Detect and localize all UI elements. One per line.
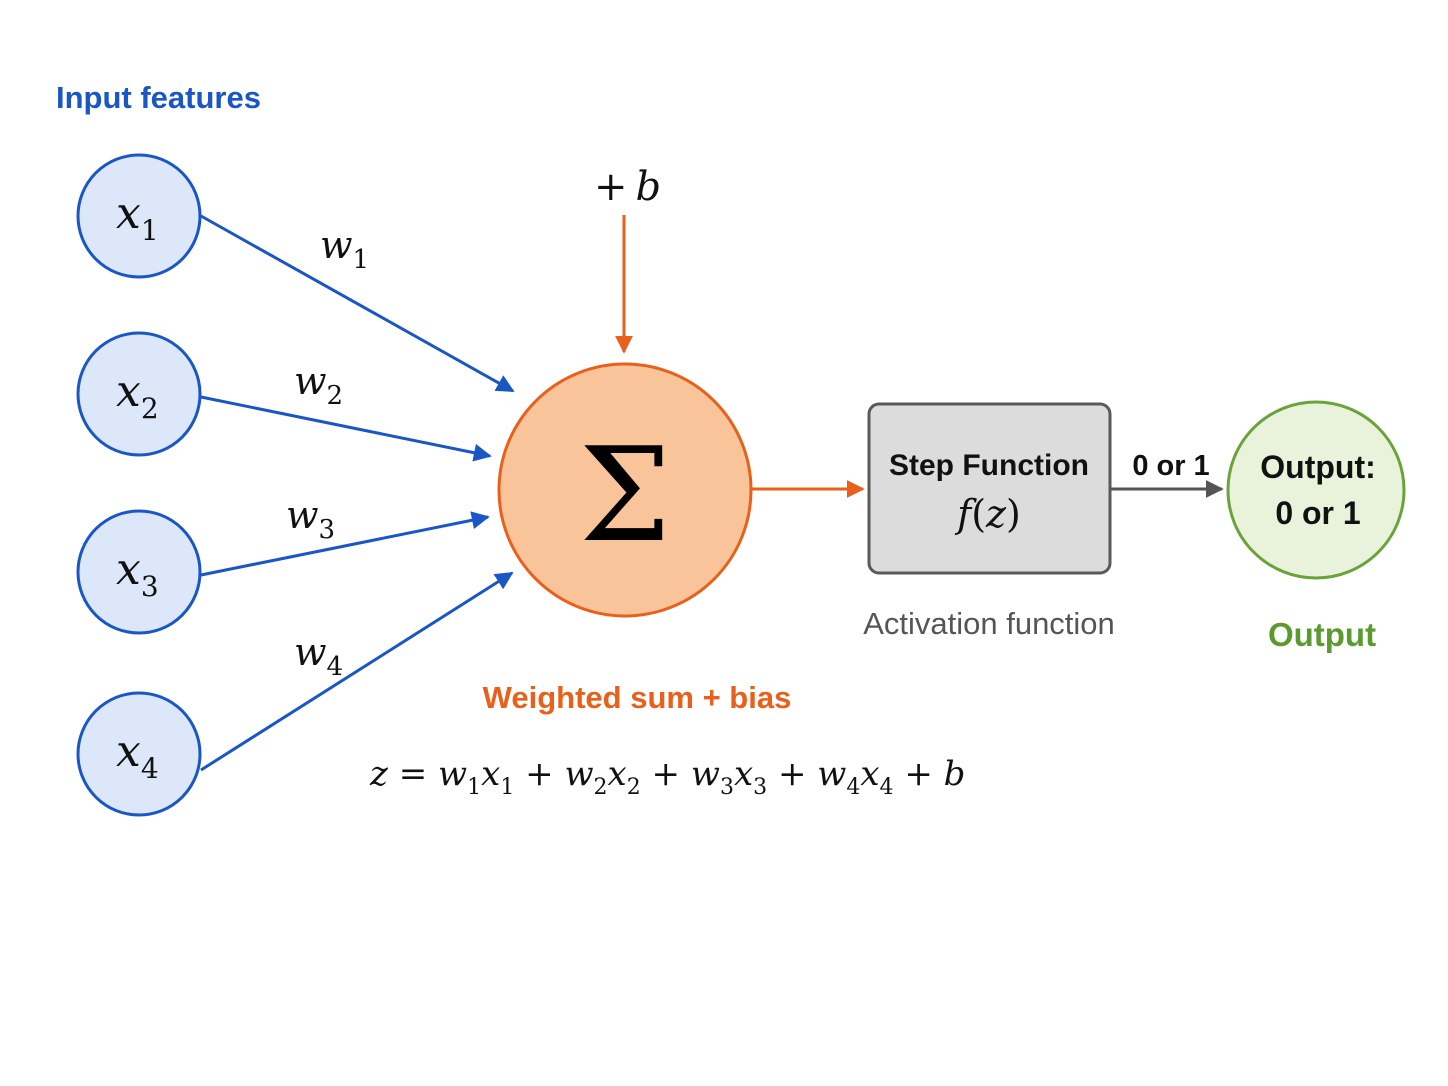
weight-var: w: [320, 223, 353, 267]
formula-variable: w: [438, 754, 467, 794]
svg-text:x4: x4: [116, 726, 159, 785]
input-var: x: [116, 366, 141, 417]
input-subscript: 4: [141, 752, 159, 785]
formula-variable: w: [691, 754, 720, 794]
formula-variable: w: [817, 754, 846, 794]
formula-operator: +: [767, 754, 817, 794]
weight-subscript: 4: [327, 652, 344, 682]
formula-subscript: 3: [753, 775, 767, 800]
formula-operator: =: [388, 754, 438, 794]
activation-box: Step Function f(z): [867, 402, 1112, 575]
activation-arrow-label: 0 or 1: [1132, 450, 1209, 482]
formula-operator: +: [894, 754, 944, 794]
svg-text:x1: x1: [116, 188, 159, 247]
output-caption: Output: [1268, 616, 1376, 653]
input-features-title: Input features: [56, 80, 261, 115]
formula-variable: x: [481, 754, 500, 794]
formula-subscript: 4: [880, 775, 894, 800]
formula-variable: b: [944, 754, 966, 794]
formula-subscript: 2: [627, 775, 641, 800]
svg-text:x2: x2: [116, 366, 159, 425]
bias-var: b: [636, 164, 662, 210]
bias-label: +b: [594, 164, 661, 210]
weight-label-w1: w1: [320, 223, 369, 275]
formula-variable: w: [564, 754, 593, 794]
formula-variable: z: [369, 754, 389, 794]
weight-subscript: 2: [327, 381, 344, 411]
formula-subscript: 1: [500, 775, 514, 800]
input-var: x: [116, 726, 141, 777]
input-node-x4: x4: [76, 691, 202, 817]
input-subscript: 2: [141, 392, 159, 425]
weight-label-w2: w2: [294, 359, 343, 411]
connection-x4: [200, 571, 514, 772]
weight-label-w4: w4: [294, 630, 343, 682]
step-function-title: Step Function: [889, 449, 1089, 482]
input-var: x: [116, 188, 141, 239]
formula-subscript: 4: [846, 775, 860, 800]
output-line2: 0 or 1: [1275, 495, 1360, 531]
formula-variable: x: [608, 754, 627, 794]
connection-x1: [200, 214, 515, 393]
activation-open-paren: (: [971, 492, 986, 536]
weight-var: w: [294, 359, 327, 403]
connection-x3: [200, 511, 490, 577]
weight-subscript: 1: [353, 245, 370, 275]
input-subscript: 3: [141, 570, 159, 603]
input-subscript: 1: [141, 214, 159, 247]
input-node-x3: x3: [76, 509, 202, 635]
weight-var: w: [294, 630, 327, 674]
output-line1: Output:: [1260, 449, 1376, 485]
formula-subscript: 3: [720, 775, 734, 800]
formula-variable: x: [860, 754, 879, 794]
formula-operator: +: [514, 754, 564, 794]
weight-subscript: 3: [319, 515, 336, 545]
activation-formula: f(z): [954, 492, 1021, 536]
activation-arg: z: [985, 492, 1007, 536]
input-connections: [200, 214, 515, 772]
output-node: Output: 0 or 1: [1226, 400, 1406, 580]
formula-subscript: 2: [594, 775, 608, 800]
sigma-symbol: Σ: [579, 419, 671, 571]
summation-caption: Weighted sum + bias: [483, 680, 792, 715]
weighted-sum-formula: z = w1x1 + w2x2 + w3x3 + w4x4 + b: [369, 754, 965, 800]
connection-x2: [200, 395, 492, 462]
weight-label-w3: w3: [286, 493, 335, 545]
summation-node: Σ: [497, 362, 753, 618]
formula-operator: +: [641, 754, 691, 794]
activation-close-paren: ): [1006, 492, 1021, 536]
bias-plus: +: [594, 164, 628, 210]
svg-text:x3: x3: [116, 544, 159, 603]
input-node-x1: x1: [76, 153, 202, 279]
formula-variable: x: [734, 754, 753, 794]
activation-caption: Activation function: [863, 606, 1115, 641]
formula-subscript: 1: [467, 775, 481, 800]
input-var: x: [116, 544, 141, 595]
weight-var: w: [286, 493, 319, 537]
input-node-x2: x2: [76, 331, 202, 457]
